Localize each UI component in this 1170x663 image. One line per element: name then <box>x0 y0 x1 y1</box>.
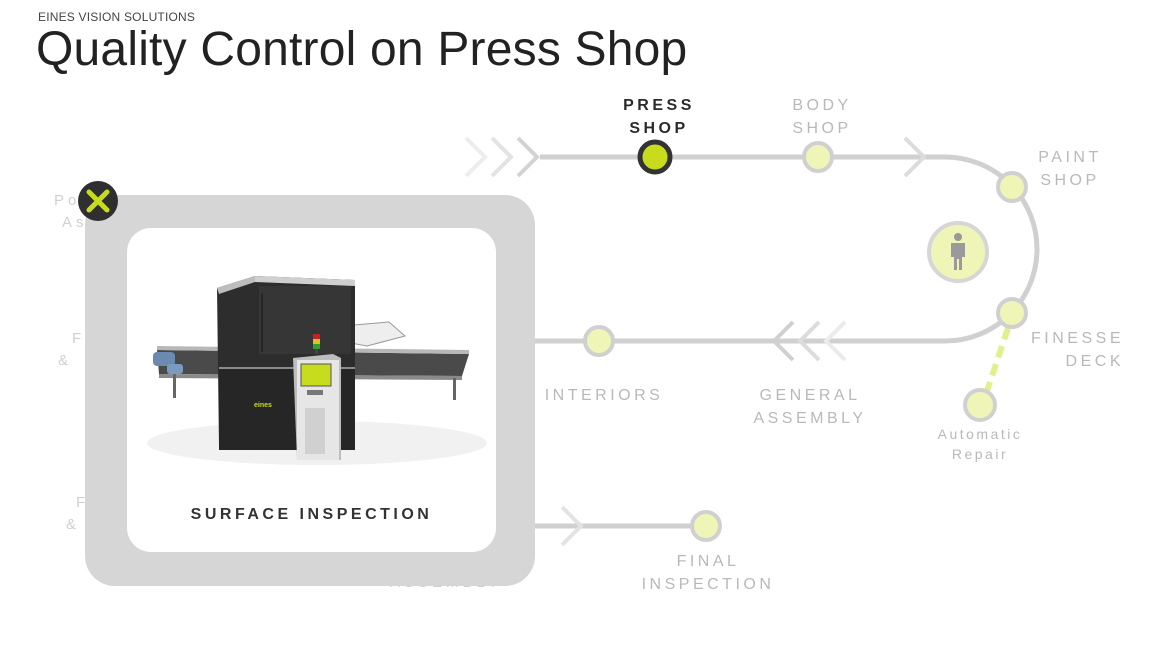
stage-label-press-shop[interactable]: PRESS SHOP <box>623 97 695 137</box>
stage-label-general-assembly[interactable]: GENERAL ASSEMBLY <box>753 387 867 427</box>
obscured-label-left-bottom: F & <box>66 494 90 533</box>
stage-label-paint-shop[interactable]: PAINT SHOP <box>1038 149 1102 189</box>
stage-label-body-shop[interactable]: BODY SHOP <box>792 97 852 137</box>
svg-text:eines: eines <box>254 402 272 409</box>
dot-body-shop <box>802 141 834 173</box>
chevrons-middle <box>771 320 847 362</box>
surface-inspection-machine-image: eines <box>147 276 487 465</box>
track-repair-branch <box>983 327 1011 395</box>
popup-caption: SURFACE INSPECTION <box>190 506 433 523</box>
dot-interiors <box>583 325 615 357</box>
close-icon <box>86 189 110 213</box>
dot-final-inspection <box>690 510 722 542</box>
chevrons-entry <box>464 136 540 178</box>
stage-label-final-inspection[interactable]: FINAL INSPECTION <box>641 553 775 593</box>
dot-finesse-deck <box>996 297 1028 329</box>
stage-label-finesse-deck[interactable]: FINESSE DECK <box>1031 330 1124 370</box>
stage-label-automatic-repair[interactable]: Automatic Repair <box>937 426 1023 462</box>
dot-automatic-repair <box>963 388 997 422</box>
dot-press-shop <box>637 139 673 175</box>
dot-paint-shop <box>996 171 1028 203</box>
chevron-top-right <box>903 136 927 178</box>
stage-label-interiors[interactable]: INTERIORS <box>544 387 664 404</box>
obscured-label-left-middle: F & <box>58 330 86 369</box>
page-title: Quality Control on Press Shop <box>36 23 688 76</box>
track-uturn <box>944 154 1040 344</box>
close-button[interactable] <box>78 181 118 221</box>
popup-card: eines SURFACE INSPECTION <box>127 228 496 552</box>
obscured-label-left-top: Po As <box>54 192 88 231</box>
person-icon <box>927 221 989 283</box>
brand-label: EINES VISION SOLUTIONS <box>38 10 196 24</box>
chevron-bottom <box>560 505 584 547</box>
